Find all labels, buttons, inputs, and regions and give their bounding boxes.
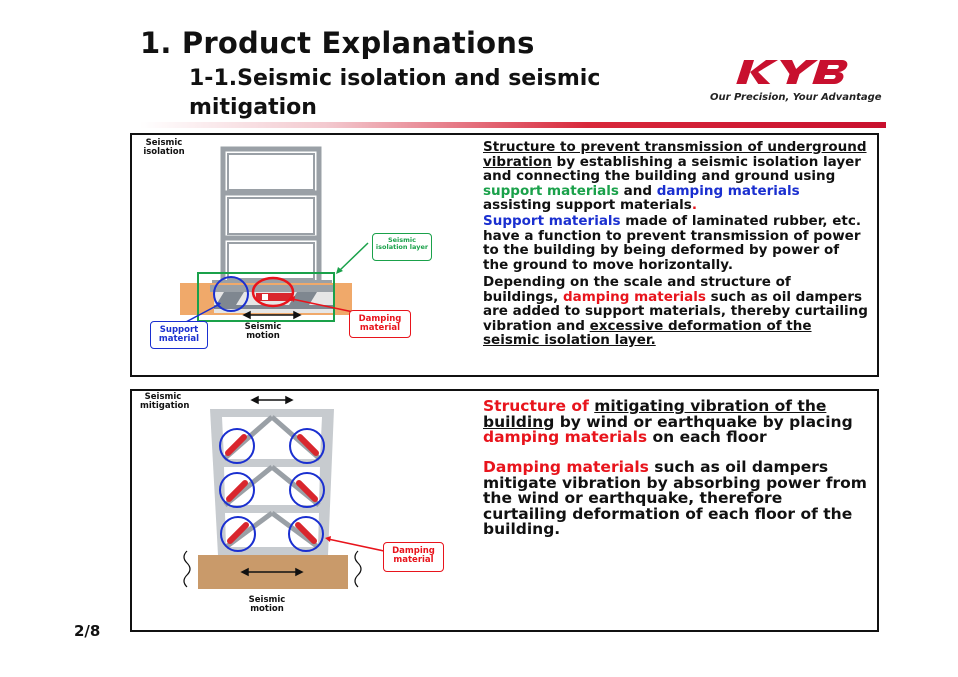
text: Structure of [483,397,595,415]
text-underlined: excessive deformation of the seismic iso… [483,317,812,348]
panel-label-isolation: Seismic isolation [143,138,185,157]
text-damping-materials: damping materials [562,288,706,305]
motion-arrow [242,310,302,320]
text-support-materials: support materials [483,182,619,199]
isolation-layer-callout: Seismic isolation layer [372,233,432,261]
isolation-paragraph-1: Structure to prevent transmission of und… [483,140,868,213]
damping-material-callout: Damping material [349,310,411,338]
kyb-logo [706,54,864,106]
support-bearing-left [216,292,244,305]
isolation-layer-outline [197,272,335,322]
wave-left [183,550,191,588]
text: by wind or earthquake by placing [554,412,853,431]
layer-pointer [337,242,369,273]
seismic-motion-label: Seismic motion [248,595,286,614]
text-support-materials: Support materials [483,213,621,229]
text-underlined: mitigating vibration of the building [483,397,827,431]
text-damping-materials: damping materials [483,428,648,446]
top-sway-arrow [250,395,294,405]
text: and [618,182,657,199]
isolation-diagram [180,146,369,324]
support-material-callout: Support material [150,321,208,349]
damping-material-callout: Damping material [383,542,444,572]
isolation-paragraph-2: Support materials made of laminated rubb… [483,214,868,272]
support-highlight-circle [213,276,249,312]
seismic-mitigation-panel: Seismic mitigation [130,389,879,632]
isolation-paragraph-3: Depending on the scale and structure of … [483,275,868,348]
damper-highlight-ellipse [251,276,295,308]
text: such as oil dampers mitigate vibration b… [483,458,867,538]
text: made of laminated rubber, etc. have a fu… [483,213,861,273]
ground-motion-arrow [240,567,304,577]
damper-pointer [327,538,385,552]
text: Depending on the scale and structure of … [483,274,791,305]
text-period: . [691,197,697,213]
page-number: 2/8 [74,622,101,640]
damper-body [256,293,292,301]
text: such as oil dampers are added to support… [483,288,868,334]
support-pointer [183,304,219,324]
text: by establishing a seismic isolation laye… [483,153,861,184]
damper-highlight-circles [219,428,325,552]
tagline: Our Precision, Your Advantage [710,92,882,103]
seismic-isolation-panel: Seismic isolation [130,133,879,377]
wave-right [354,550,362,588]
panel-label-mitigation: Seismic mitigation [140,392,190,411]
text-damping-materials: damping materials [656,182,800,199]
page-title: 1. Product Explanations [140,26,535,60]
mitigation-diagram [183,395,385,589]
section-subtitle: 1-1.Seismic isolation and seismic mitiga… [189,66,601,120]
header-divider [140,122,886,128]
text: assisting support materials [483,197,692,213]
text-damping-materials: Damping materials [483,458,649,476]
support-bearing-right [289,292,317,305]
mitigation-paragraph-1: Structure of mitigating vibration of the… [483,397,868,446]
mitigation-paragraph-2: Damping materials such as oil dampers mi… [483,458,868,538]
text-underlined: Structure to prevent transmission of und… [483,139,867,170]
text: on each floor [647,428,767,446]
seismic-motion-label: Seismic motion [244,322,282,341]
damper-pointer [291,298,359,314]
oil-dampers [225,434,319,544]
